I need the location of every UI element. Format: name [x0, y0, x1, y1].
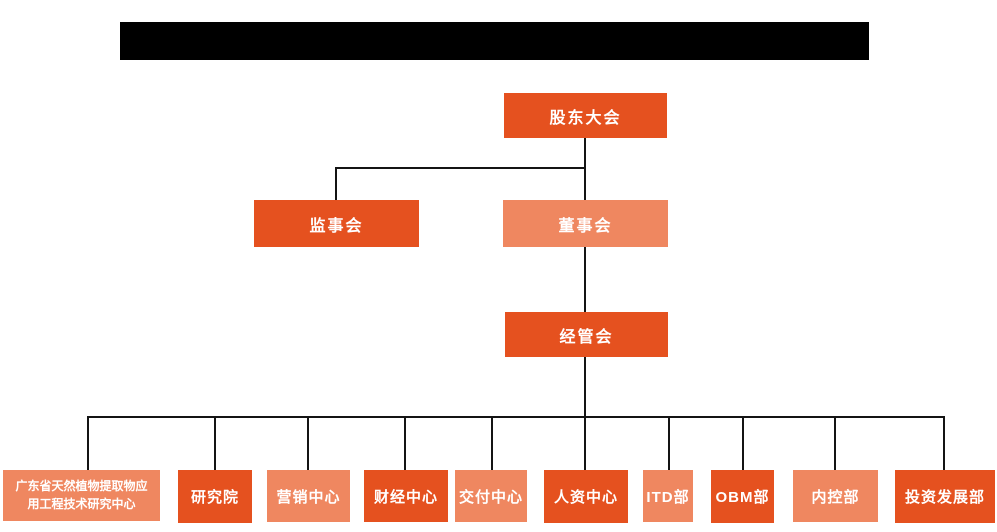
org-node-management-committee: 经管会: [505, 312, 668, 357]
connector-level2-horizontal: [335, 167, 586, 169]
dept-investment-development: 投资发展部: [895, 470, 995, 523]
connector-root-down: [584, 138, 586, 201]
connector-dept-drop: [584, 416, 586, 471]
dept-hr-center: 人资中心: [544, 470, 628, 523]
connector-dept-drop: [742, 416, 744, 471]
dept-delivery-center: 交付中心: [455, 470, 527, 522]
dept-obm: OBM部: [711, 470, 774, 523]
dept-finance-center: 财经中心: [364, 470, 448, 522]
connector-management-down: [584, 357, 586, 417]
connector-dept-drop: [668, 416, 670, 471]
dept-research-center: 广东省天然植物提取物应 用工程技术研究中心: [3, 470, 160, 521]
dept-research-institute: 研究院: [178, 470, 252, 523]
connector-dept-drop: [404, 416, 406, 471]
dept-marketing-center: 营销中心: [267, 470, 350, 522]
redacted-title-bar: [120, 22, 869, 60]
connector-board-to-management: [584, 247, 586, 313]
connector-dept-drop: [834, 416, 836, 471]
org-node-shareholders-meeting: 股东大会: [504, 93, 667, 138]
connector-supervisory-drop: [335, 167, 337, 201]
connector-dept-drop: [491, 416, 493, 471]
org-node-supervisory-board: 监事会: [254, 200, 419, 247]
connector-dept-drop: [87, 416, 89, 471]
connector-departments-horizontal: [87, 416, 945, 418]
connector-dept-drop: [307, 416, 309, 471]
dept-internal-control: 内控部: [793, 470, 878, 522]
connector-dept-drop: [214, 416, 216, 471]
org-node-board-of-directors: 董事会: [503, 200, 668, 247]
connector-dept-drop: [943, 416, 945, 471]
dept-itd: ITD部: [643, 470, 693, 522]
